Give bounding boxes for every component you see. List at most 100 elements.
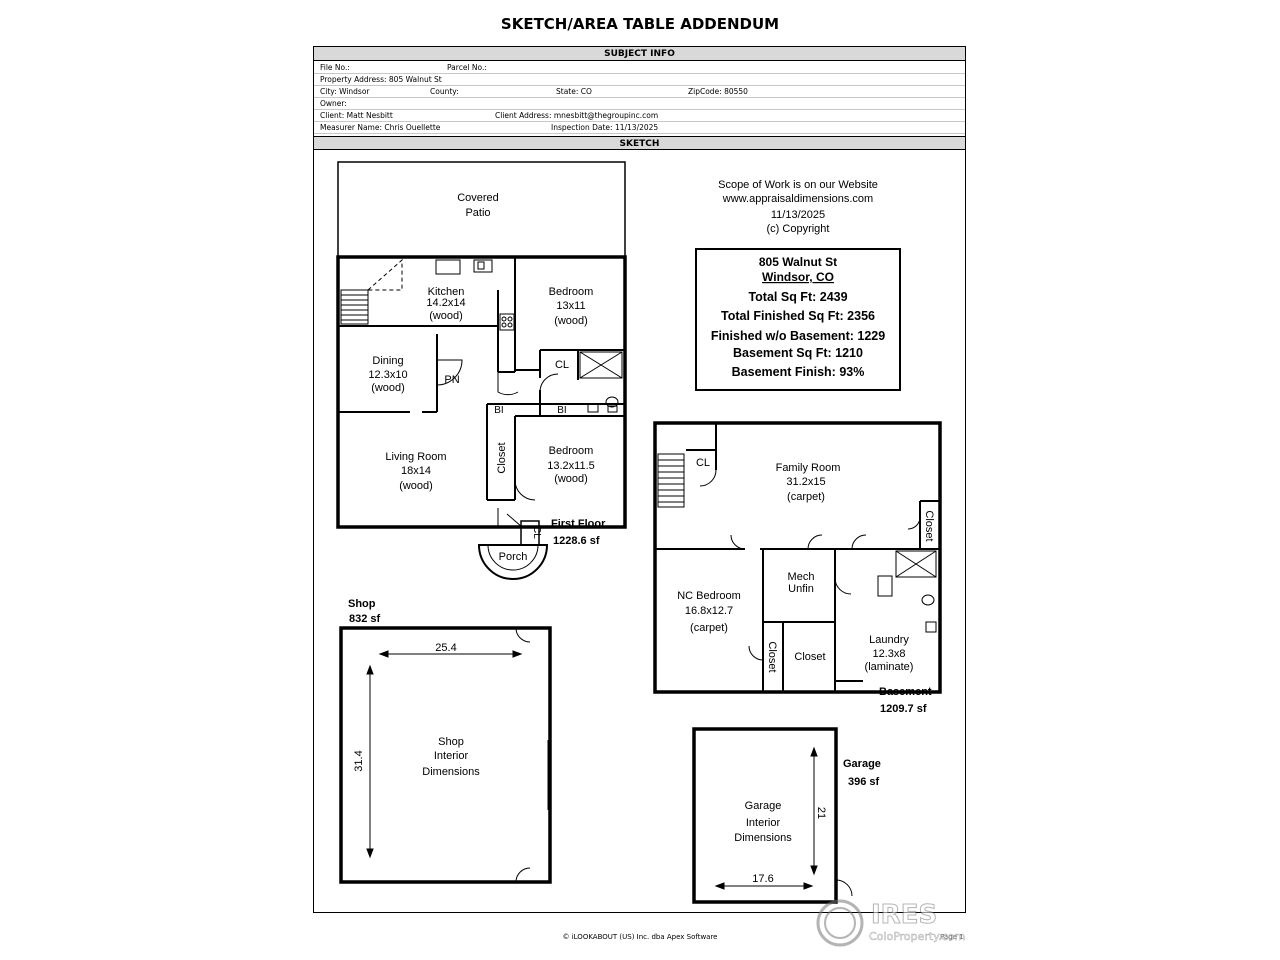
covered-patio-label: Patio [465,207,490,219]
kitchen-fixtures [435,259,515,331]
garage-outline [692,727,838,904]
basement-area: 1209.7 sf [880,703,927,715]
watermark: IRES ColoProperty.com [816,898,1006,950]
shop-interior-label: Dimensions [422,766,480,778]
basement-closet-label: CL [696,457,710,469]
subject-info-header: SUBJECT INFO [314,47,965,61]
garage-interior-label: Dimensions [734,832,792,844]
doors [436,359,559,528]
closet-label: Closet [766,641,778,672]
inspection-date: Inspection Date: 11/13/2025 [551,123,659,132]
garage-label: Garage [843,758,881,770]
bath-fixtures [579,351,623,413]
info-row-measurer: Measurer Name: Chris Ouellette Inspectio… [314,122,965,134]
porch-label: Porch [499,551,528,563]
porch-closet-label: CL [531,526,542,539]
closet-label: Closet [496,442,508,473]
document-title: SKETCH/AREA TABLE ADDENDUM [500,15,780,33]
basement-outline [653,421,942,694]
summary-city: Windsor, CO [762,270,834,284]
parcel-no: Parcel No.: [447,63,487,72]
basement-stairs [657,453,685,508]
first-floor-label: First Floor [551,518,606,530]
family-room-label: Family Room [776,462,841,474]
nc-bedroom-label: 16.8x12.7 [685,605,733,617]
dining-label: (wood) [371,382,405,394]
first-floor-area: 1228.6 sf [553,535,600,547]
summary-basement-sqft: Basement Sq Ft: 1210 [733,346,863,360]
file-no: File No.: [320,63,350,72]
state: State: CO [556,87,592,96]
closet-label: CL [555,359,569,371]
closet-label: Closet [923,510,935,541]
basement-fixtures [699,469,937,661]
city: City: Windsor [320,87,370,96]
living-room-label: Living Room [385,451,446,463]
summary-address: 805 Walnut St [759,255,837,269]
kitchen-label: 14.2x14 [426,297,465,309]
bedroom-label: Bedroom [549,286,594,298]
info-row-client: Client: Matt Nesbitt Client Address: mne… [314,110,965,122]
watermark-brand: IRES [870,900,938,931]
closet-label: Closet [794,651,825,663]
sketch-header: SKETCH [314,136,965,150]
pantry-label: PN [444,374,459,386]
watermark-seal-icon [816,899,864,947]
family-room-label: 31.2x15 [786,476,825,488]
shop-label: Shop [348,598,376,610]
garage-dimension-lines [714,746,818,890]
scope-note-line: (c) Copyright [767,223,830,235]
footer-copyright: © iLOOKABOUT (US) Inc. dba Apex Software [562,933,718,941]
bedroom-label: Bedroom [549,445,594,457]
shop-outline [339,626,552,884]
shop-plan: Shop 832 sf 25.4 31.4 Shop Interior Dime… [339,598,552,884]
covered-patio-label: Covered [457,192,499,204]
mech-label: Unfin [788,583,814,595]
laundry-label: Laundry [869,634,909,646]
page-number: Page 1 [940,933,964,941]
info-row-address: Property Address: 805 Walnut St [314,74,965,86]
summary-text: 805 Walnut St Windsor, CO Total Sq Ft: 2… [711,255,885,379]
porch: CL Porch [477,520,549,580]
laundry-label: (laminate) [865,661,914,673]
garage-interior-label: Interior [746,817,781,829]
floor-plan-sketch: Scope of Work is on our Website www.appr… [336,161,942,904]
summary-basement-finish: Basement Finish: 93% [732,365,865,379]
scope-note-line: 11/13/2025 [771,209,825,221]
bedroom-label: (wood) [554,315,588,327]
info-row-owner: Owner: [314,98,965,110]
kitchen-label: (wood) [429,310,463,322]
bedroom-label: 13.2x11.5 [547,460,595,472]
garage-depth: 21 [815,807,827,819]
kitchen-label: Kitchen [428,286,465,298]
living-room-label: 18x14 [401,465,431,477]
shop-interior-label: Shop [438,736,464,748]
summary-box [695,248,901,391]
measurer-name: Measurer Name: Chris Ouellette [320,123,441,132]
basement-walls [655,423,940,692]
nc-bedroom-label: (carpet) [690,622,728,634]
first-floor-outline [336,255,627,529]
garage-plan: 17.6 21 Garage Interior Dimensions Garag… [692,727,881,904]
scope-notes: Scope of Work is on our Website www.appr… [718,179,878,235]
shop-doors [515,627,549,883]
shop-dimension-lines [366,650,523,859]
info-row-file: File No.: Parcel No.: [314,62,965,74]
scope-note-line: www.appraisaldimensions.com [722,193,873,205]
shop-width: 25.4 [435,642,456,654]
first-floor-plan: Covered Patio [336,161,627,580]
shop-interior-label: Interior [434,750,469,762]
info-row-location: City: Windsor County: State: CO ZipCode:… [314,86,965,98]
basement-labels: CL Family Room 31.2x15 (carpet) Closet N… [677,457,935,673]
basement-plan: CL Family Room 31.2x15 (carpet) Closet N… [653,421,942,715]
nc-bedroom-label: NC Bedroom [677,590,741,602]
summary-total-finished: Total Finished Sq Ft: 2356 [721,309,875,323]
dining-label: Dining [372,355,403,367]
garage-interior-label: Garage [745,800,782,812]
first-floor-labels: Kitchen 14.2x14 (wood) Bedroom 13x11 (wo… [368,286,594,492]
dining-label: 12.3x10 [368,369,407,381]
built-in-label: BI [494,405,503,416]
garage-area: 396 sf [848,776,880,788]
zipcode: ZipCode: 80550 [688,87,748,96]
bedroom-label: (wood) [554,473,588,485]
